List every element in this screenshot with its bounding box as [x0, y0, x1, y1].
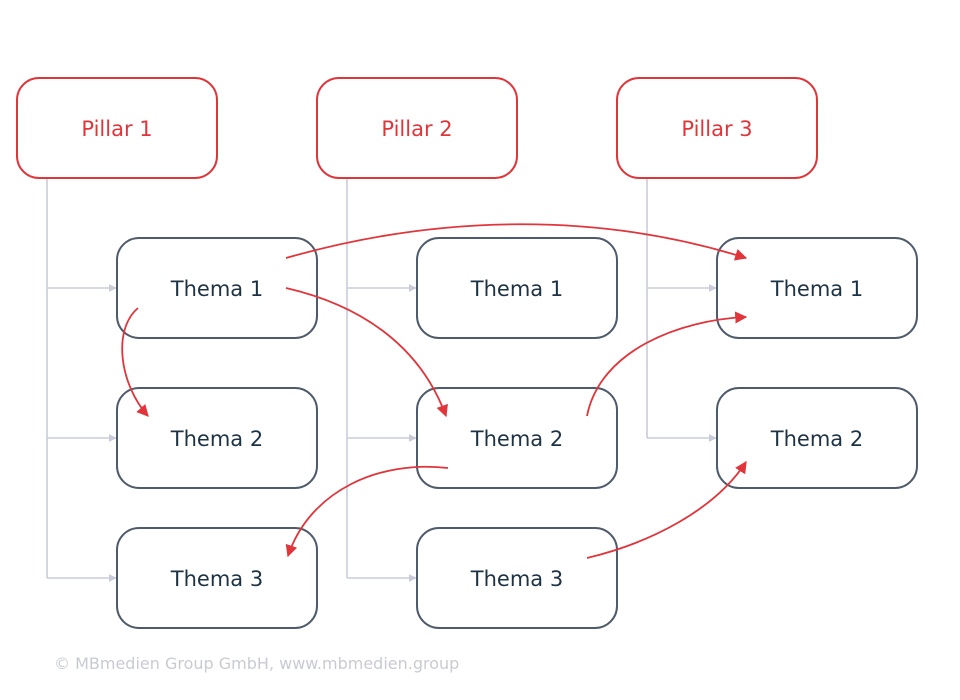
- p3-thema-2-label: Thema 2: [770, 427, 863, 451]
- copyright-footer: © MBmedien Group GmbH, www.mbmedien.grou…: [54, 654, 460, 673]
- p1-thema-3-box: [116, 527, 318, 629]
- p2-thema-1: Thema 1: [416, 237, 618, 339]
- p3-thema-2-box: [716, 387, 918, 489]
- link-p2t2-to-p1t3: [285, 465, 449, 558]
- pillar-1: Pillar 1: [16, 77, 218, 179]
- pillar-3-box: [616, 77, 818, 179]
- p2-thema-2-label: Thema 2: [470, 427, 563, 451]
- p2-thema-1-label: Thema 1: [470, 277, 563, 301]
- link-p2t2-to-p3t1: [586, 311, 748, 417]
- p3-thema-1-label: Thema 1: [770, 277, 863, 301]
- p1-thema-2-label: Thema 2: [170, 427, 263, 451]
- link-p1t1-to-p2t2: [285, 287, 448, 418]
- pillar-2: Pillar 2: [316, 77, 518, 179]
- p2-thema-2: Thema 2: [416, 387, 618, 489]
- p1-thema-1-label: Thema 1: [170, 277, 263, 301]
- p3-thema-1-box: [716, 237, 918, 339]
- pillar-1-label: Pillar 1: [81, 117, 152, 141]
- p1-thema-2-box: [116, 387, 318, 489]
- tree-connectors: [46, 178, 717, 582]
- p3-thema-2: Thema 2: [716, 387, 918, 489]
- link-p2t3-to-p3t2: [586, 460, 747, 559]
- p2-thema-1-box: [416, 237, 618, 339]
- link-p1t1-to-p1t2: [121, 307, 149, 417]
- p1-thema-3: Thema 3: [116, 527, 318, 629]
- pillar-3: Pillar 3: [616, 77, 818, 179]
- pillar-2-box: [316, 77, 518, 179]
- p2-thema-2-box: [416, 387, 618, 489]
- link-p1t1-to-p3t1: [285, 223, 748, 261]
- p1-thema-3-label: Thema 3: [170, 567, 263, 591]
- p3-thema-1: Thema 1: [716, 237, 918, 339]
- p1-thema-1-box: [116, 237, 318, 339]
- p1-thema-2: Thema 2: [116, 387, 318, 489]
- internal-links: [121, 223, 748, 559]
- p2-thema-3: Thema 3: [416, 527, 618, 629]
- p2-thema-3-label: Thema 3: [470, 567, 563, 591]
- p2-thema-3-box: [416, 527, 618, 629]
- pillar-2-label: Pillar 2: [381, 117, 452, 141]
- pillar-3-label: Pillar 3: [681, 117, 752, 141]
- pillar-1-box: [16, 77, 218, 179]
- p1-thema-1: Thema 1: [116, 237, 318, 339]
